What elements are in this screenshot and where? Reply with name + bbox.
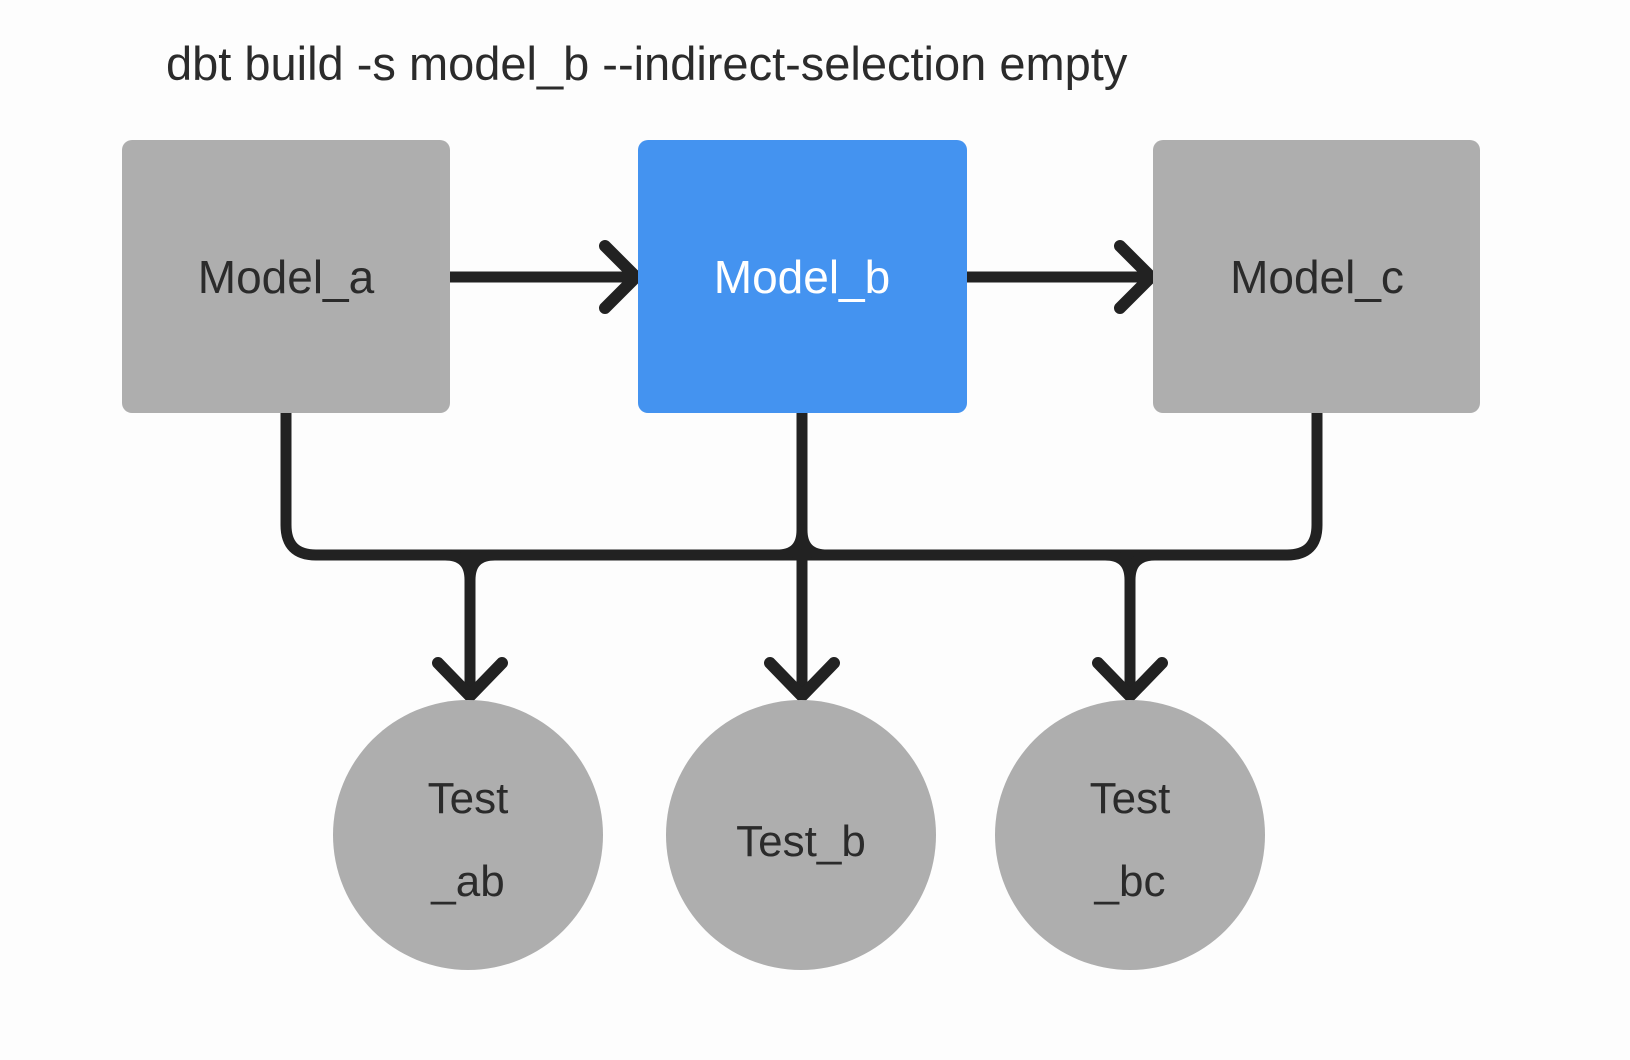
- node-model-a-label: Model_a: [198, 251, 375, 303]
- node-model-c-label: Model_c: [1230, 251, 1404, 303]
- node-model-a-shape: [122, 140, 450, 413]
- node-model-b-label: Model_b: [714, 251, 890, 303]
- node-test-b: Test_b: [666, 700, 936, 970]
- node-model-b-shape: [638, 140, 967, 413]
- node-test-ab-label-line2: _ab: [430, 857, 504, 906]
- arrowhead-test-ab-icon: [432, 657, 508, 702]
- node-model-a: Model_a: [122, 140, 450, 413]
- node-test-ab-shape: [333, 700, 603, 970]
- node-model-c: Model_c: [1153, 140, 1480, 413]
- arrowhead-test-bc-icon: [1092, 657, 1168, 702]
- node-test-bc-label-line1: Test: [1090, 774, 1171, 823]
- node-test-ab: Test _ab: [333, 700, 603, 970]
- edge-fillet-test-bc: [1124, 549, 1161, 586]
- node-test-b-label: Test_b: [736, 817, 866, 866]
- node-test-bc: Test _bc: [995, 700, 1265, 970]
- node-model-c-shape: [1153, 140, 1480, 413]
- edge-model-c-to-bus: [798, 407, 1323, 561]
- edge-fillet-test-ab: [464, 549, 501, 586]
- edge-model-a-to-bus: [280, 407, 806, 561]
- arrowhead-test-b-icon: [764, 657, 840, 702]
- node-test-ab-label-line1: Test: [428, 774, 509, 823]
- diagram-title: dbt build -s model_b --indirect-selectio…: [166, 37, 1128, 90]
- edge-fillet-center-right: [796, 524, 833, 561]
- node-test-bc-shape: [995, 700, 1265, 970]
- node-test-b-shape: [666, 700, 936, 970]
- edge-layer: [280, 240, 1323, 702]
- arrowhead-model-c-icon: [1114, 240, 1157, 314]
- node-test-bc-label-line2: _bc: [1094, 857, 1166, 906]
- arrowhead-model-b-icon: [599, 240, 642, 314]
- node-model-b: Model_b: [638, 140, 967, 413]
